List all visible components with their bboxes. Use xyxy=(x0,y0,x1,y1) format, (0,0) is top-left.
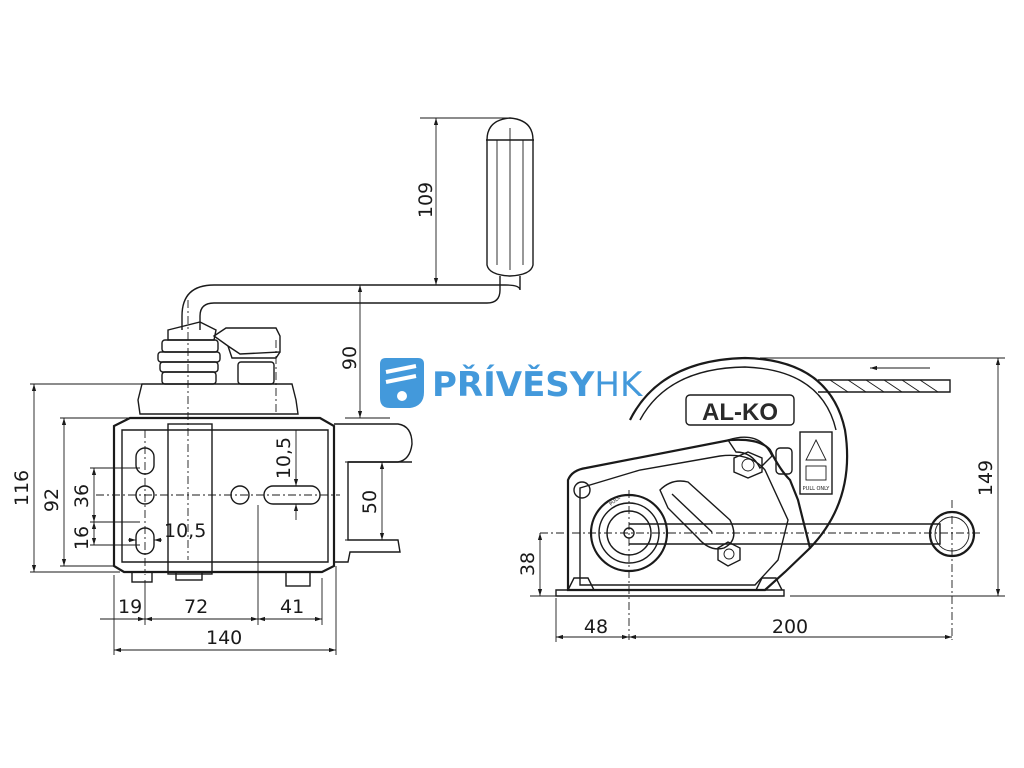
dim-drum-offset: 50 xyxy=(359,490,381,514)
brand-label: AL-KO xyxy=(702,399,778,426)
watermark: PŘÍVĚSYHK xyxy=(380,358,644,408)
dim-handle-height: 109 xyxy=(415,182,437,218)
base-foot xyxy=(555,577,785,597)
lower-housing xyxy=(566,436,812,592)
dim-crank-offset: 90 xyxy=(339,346,361,370)
dim-right-offset: 41 xyxy=(280,596,304,618)
dim-slot-width-b: 10,5 xyxy=(273,437,295,479)
bolts xyxy=(131,571,311,587)
trailer-logo-icon xyxy=(380,358,424,408)
brake-lever xyxy=(212,327,281,385)
dim-hole-offset-v: 16 xyxy=(71,526,93,550)
dim-edge-offset: 19 xyxy=(118,596,142,618)
top-housing xyxy=(137,383,299,415)
winch-body xyxy=(112,416,336,581)
sticker-text: PULL ONLY xyxy=(803,486,831,492)
front-view: 109 90 116 92 36 16 10,5 50 10,5 19 72 4… xyxy=(11,117,534,655)
strap xyxy=(818,365,951,393)
brand-bold: PŘÍVĚSY xyxy=(432,364,595,405)
dim-mount-height: 92 xyxy=(41,488,63,512)
brand-light: HK xyxy=(594,365,644,405)
dim-base-to-axle: 48 xyxy=(584,616,608,638)
drum-housing xyxy=(629,356,849,549)
dim-axle-height: 38 xyxy=(517,552,539,576)
handle-grip xyxy=(486,117,534,277)
dim-crank-radius: 200 xyxy=(772,616,808,638)
dim-side-height: 149 xyxy=(975,460,997,496)
dim-total-height: 116 xyxy=(11,470,33,506)
dim-hole-spacing-v: 36 xyxy=(71,484,93,508)
dim-slot-width-a: 10,5 xyxy=(164,520,206,542)
crank-handle-side xyxy=(629,510,976,558)
dim-hole-spacing-h: 72 xyxy=(184,596,208,618)
side-view: AL-KO PULL ONLY xyxy=(517,356,1005,642)
brand-plate: AL-KO xyxy=(685,394,795,426)
svg-text:PŘÍVĚSYHK: PŘÍVĚSYHK xyxy=(432,364,644,405)
crank-hub xyxy=(157,321,221,385)
crank-arm xyxy=(181,276,521,330)
brake-pawl xyxy=(659,480,741,567)
pull-only-sticker: PULL ONLY xyxy=(799,431,833,495)
dim-total-width: 140 xyxy=(206,627,242,649)
